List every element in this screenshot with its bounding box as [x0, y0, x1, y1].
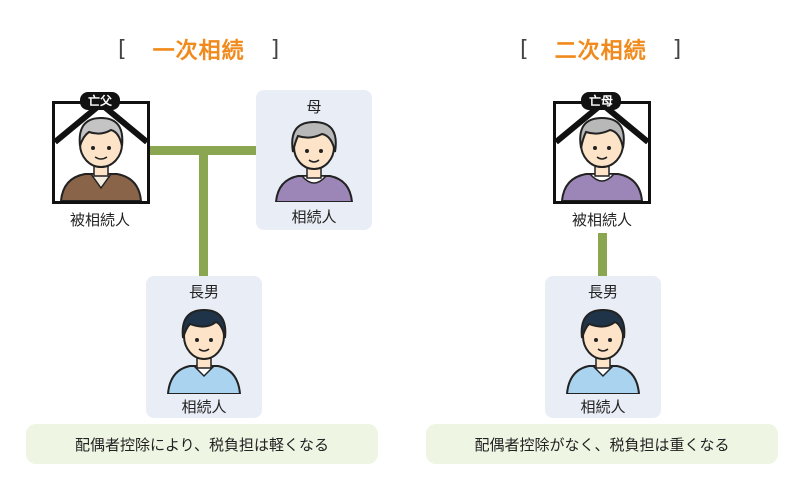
left-spouse-label: 相続人: [291, 208, 337, 226]
right-deceased-label: 被相続人: [571, 211, 632, 229]
left-heading-title: 一次相続: [152, 39, 245, 64]
right-deceased-portrait: [553, 101, 651, 204]
right-child-label: 相続人: [580, 398, 626, 416]
left-heading-close-bracket: ]: [270, 36, 280, 62]
right-heading-close-bracket: ]: [672, 36, 682, 62]
mourning-ribbon-icon: [55, 104, 147, 144]
left-child-label: 相続人: [181, 398, 227, 416]
left-heading: [ 一次相続 ]: [118, 34, 280, 65]
right-deceased-tag: 亡母: [581, 92, 621, 110]
right-heading: [ 二次相続 ]: [520, 34, 682, 65]
mother-avatar-icon: [560, 116, 644, 201]
left-deceased-label: 被相続人: [69, 211, 130, 229]
right-child-relation: 長男: [587, 283, 618, 301]
left-deceased-tag: 亡父: [80, 92, 120, 110]
left-child-connector: [199, 150, 208, 278]
right-heading-open-bracket: [: [520, 36, 529, 62]
left-note: 配偶者控除により、税負担は軽くなる: [26, 424, 378, 464]
left-child-relation: 長男: [188, 283, 219, 301]
right-heading-title: 二次相続: [554, 39, 647, 64]
left-deceased-portrait: [52, 101, 150, 204]
left-spouse-relation: 母: [306, 98, 322, 116]
left-heading-open-bracket: [: [118, 36, 127, 62]
son-avatar-icon: [565, 308, 641, 394]
mother-avatar-icon: [274, 120, 354, 202]
father-avatar-icon: [59, 116, 143, 201]
mourning-ribbon-icon: [556, 104, 648, 144]
right-child-connector: [598, 233, 607, 277]
right-note: 配偶者控除がなく、税負担は重くなる: [426, 424, 778, 464]
son-avatar-icon: [166, 308, 242, 394]
